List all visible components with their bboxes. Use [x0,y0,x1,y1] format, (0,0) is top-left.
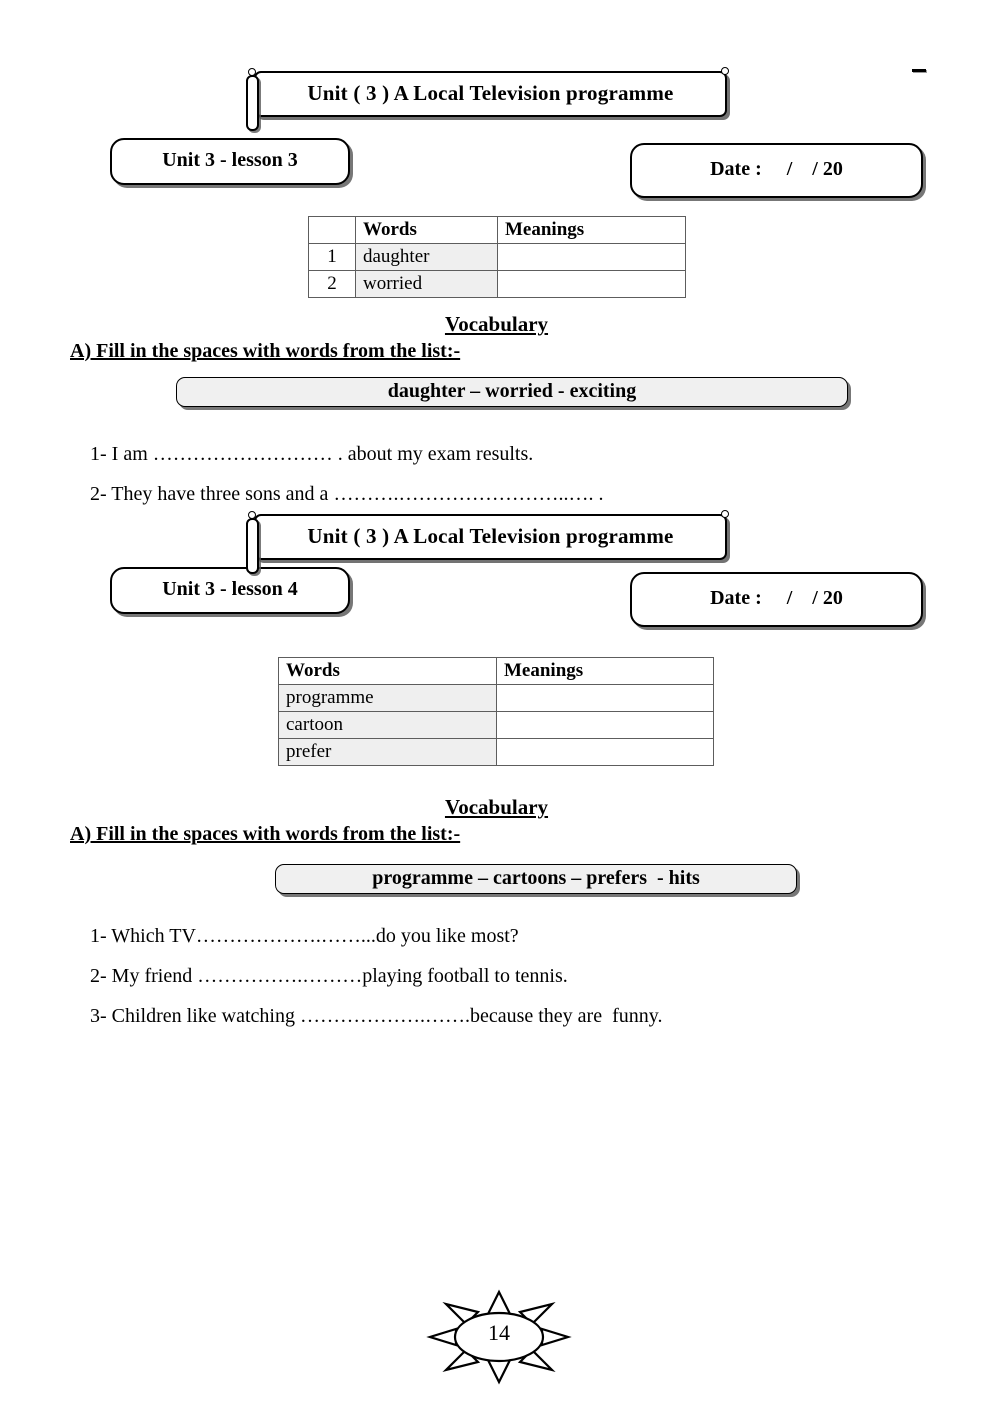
question-text: 2- They have three sons and a ……….………………… [90,483,604,505]
banner-scroll-pin-2 [246,518,259,574]
table-cell-word: prefer [278,738,497,766]
table-cell-meaning[interactable] [496,711,714,739]
fill-instruction-2: A) Fill in the spaces with words from th… [70,823,460,846]
word-list-text-1: daughter – worried - exciting [387,379,637,402]
question-text: 1- I am ……………………… . about my exam result… [90,443,534,465]
table-row: prefer [278,738,714,766]
table-cell-word: programme [278,684,497,712]
page-number-sunburst: 14 [424,1282,574,1392]
unit-lesson-label-2: Unit 3 - lesson 4 [162,578,298,600]
table-cell-meaning[interactable] [496,738,714,766]
vocabulary-heading-text-1: Vocabulary [444,312,549,336]
question-text: 2- My friend …………….………playing football t… [90,965,568,987]
unit-lesson-label-1: Unit 3 - lesson 3 [162,149,298,171]
table-row: cartoon [278,711,714,739]
words-meanings-table-1: Words Meanings 1 daughter 2 worried [308,216,686,298]
table-header-meanings-2: Meanings [496,657,714,685]
title-banner-text-1: Unit ( 3 ) A Local Television programme [307,80,674,105]
unit-lesson-box-1: Unit 3 - lesson 3 [110,138,350,185]
word-list-text-2: programme – cartoons – prefers - hits [372,866,700,889]
question-line[interactable]: 2- They have three sons and a ……….………………… [70,460,603,529]
fill-instruction-text-1: A) Fill in the spaces with words from th… [70,340,461,362]
vocabulary-heading-2: Vocabulary [0,795,993,820]
banner-knob-right-2 [721,510,729,518]
title-banner-plate-2: Unit ( 3 ) A Local Television programme [254,514,727,560]
table-cell-meaning[interactable] [497,243,686,271]
table-cell-number: 2 [308,270,356,298]
question-text: 1- Which TV……………….……...do you like most? [90,925,519,947]
table-header-number-1 [308,216,356,244]
table-cell-word: daughter [355,243,498,271]
question-text: 3- Children like watching ……………….…….beca… [90,1005,663,1027]
question-line[interactable]: 3- Children like watching ……………….…….beca… [70,982,662,1051]
table-header-meanings-1: Meanings [497,216,686,244]
table-header-row-2: Words Meanings [278,657,714,685]
table-row: programme [278,684,714,712]
corner-dash-mark [912,69,926,72]
question-line[interactable]: 2- My friend …………….………playing football t… [70,942,568,1011]
date-label-2: Date : / / 20 [710,587,843,609]
table-cell-word: cartoon [278,711,497,739]
vocabulary-heading-text-2: Vocabulary [444,795,549,819]
table-cell-word: worried [355,270,498,298]
date-box-1[interactable]: Date : / / 20 [630,143,923,198]
unit-lesson-box-2: Unit 3 - lesson 4 [110,567,350,614]
sunburst-icon [426,1289,572,1385]
table-cell-meaning[interactable] [497,270,686,298]
table-row: 1 daughter [308,243,686,271]
table-row: 2 worried [308,270,686,298]
table-header-words-2: Words [278,657,497,685]
title-banner-1: Unit ( 3 ) A Local Television programme [240,67,729,131]
vocabulary-heading-1: Vocabulary [0,312,993,337]
table-cell-meaning[interactable] [496,684,714,712]
words-meanings-table-2: Words Meanings programme cartoon prefer [278,657,714,766]
fill-instruction-text-2: A) Fill in the spaces with words from th… [70,823,461,845]
title-banner-text-2: Unit ( 3 ) A Local Television programme [307,523,674,548]
table-header-words-1: Words [355,216,498,244]
title-banner-2: Unit ( 3 ) A Local Television programme [240,510,729,574]
question-line[interactable]: 1- Which TV……………….……...do you like most? [70,902,519,971]
date-label-1: Date : / / 20 [710,158,843,180]
word-list-box-1: daughter – worried - exciting [176,377,848,407]
banner-scroll-pin-1 [246,75,259,131]
question-line[interactable]: 1- I am ……………………… . about my exam result… [70,420,533,489]
title-banner-plate-1: Unit ( 3 ) A Local Television programme [254,71,727,117]
date-box-2[interactable]: Date : / / 20 [630,572,923,627]
banner-knob-right-1 [721,67,729,75]
word-list-box-2: programme – cartoons – prefers - hits [275,864,797,894]
fill-instruction-1: A) Fill in the spaces with words from th… [70,340,460,363]
table-header-row-1: Words Meanings [308,216,686,244]
table-cell-number: 1 [308,243,356,271]
banner-knob-left-2 [248,511,256,519]
banner-knob-left-1 [248,68,256,76]
